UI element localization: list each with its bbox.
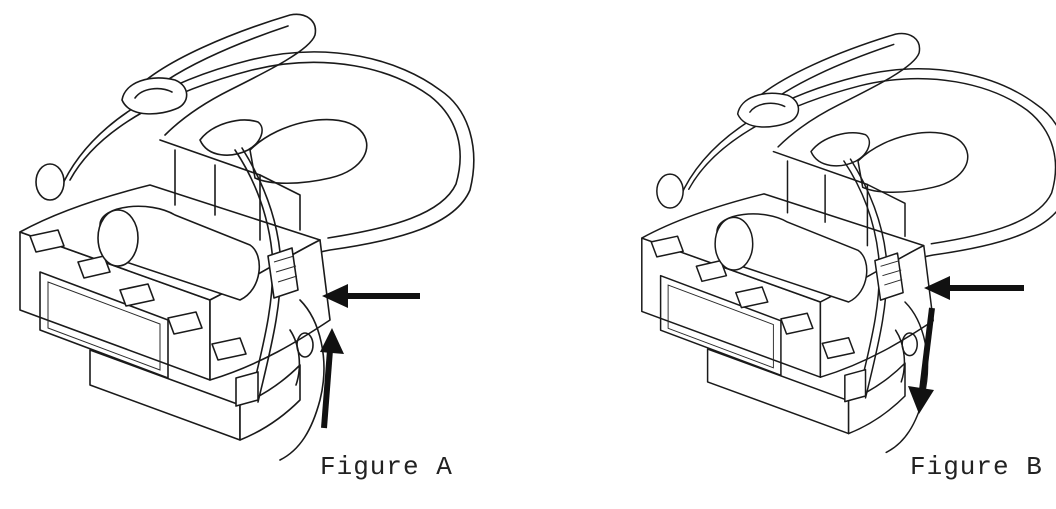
vertical-down-arrow [908, 307, 935, 414]
device-illustration [19, 13, 475, 461]
figure-a-caption: Figure A [320, 452, 453, 482]
figure-b-caption: Figure B [910, 452, 1043, 482]
horizontal-left-arrow [924, 276, 1024, 300]
horizontal-left-arrow [322, 284, 420, 308]
figure-b-drawing [641, 32, 1056, 454]
figure-a-panel: Figure A [0, 0, 528, 504]
figure-b-panel: Figure B [528, 0, 1056, 504]
device-illustration [641, 32, 1056, 454]
vertical-up-arrow [320, 328, 344, 429]
figure-a-drawing [19, 13, 475, 461]
